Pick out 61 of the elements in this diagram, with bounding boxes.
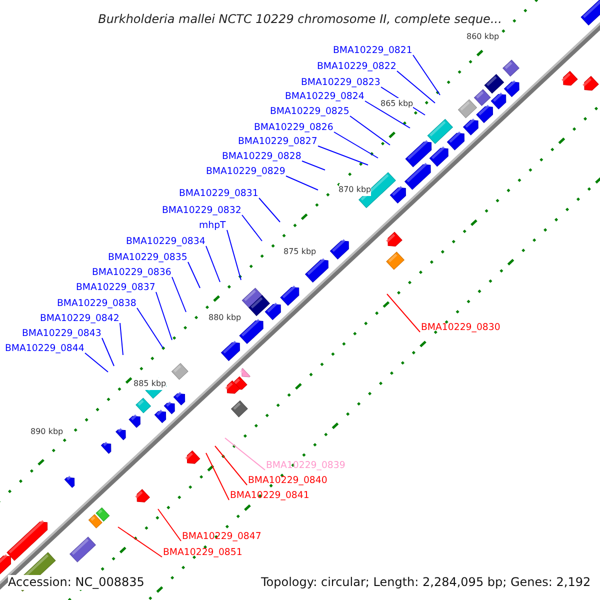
scale-label: 870 kbp (338, 184, 372, 196)
scale-label: 865 kbp (380, 98, 414, 110)
gene-label: BMA10229_0822 (317, 61, 396, 73)
scale-label: 890 kbp (30, 426, 64, 438)
leader-line (118, 526, 162, 558)
gene-label: BMA10229_0829 (206, 166, 286, 178)
gene-label: BMA10229_0825 (270, 106, 350, 118)
gene-label: BMA10229_0832 (162, 205, 242, 217)
leader-line (156, 292, 172, 340)
leader-line (188, 262, 200, 288)
gene-label: BMA10229_0841 (230, 490, 310, 502)
gene-label: BMA10229_0840 (248, 475, 328, 487)
leader-line (334, 132, 378, 158)
leader-line (102, 338, 114, 366)
leader-line (172, 276, 186, 312)
leader-line (396, 70, 436, 104)
gene-label: BMA10229_0842 (40, 313, 120, 325)
leader-line (206, 246, 220, 282)
gene-label: BMA10229_0834 (126, 236, 206, 248)
gene-label: BMA10229_0836 (92, 267, 172, 279)
leader-line (318, 146, 368, 166)
gene-label: BMA10229_0821 (333, 45, 412, 57)
leader-line (84, 352, 108, 372)
title: Burkholderia mallei NCTC 10229 chromosome II, complete seque... (97, 11, 503, 27)
gene-label: BMA10229_0826 (254, 122, 334, 134)
scale-label: 860 kbp (466, 31, 500, 43)
leader-line (350, 116, 390, 146)
gene-label: BMA10229_0831 (179, 188, 258, 200)
leader-line (364, 100, 410, 128)
gene-label: BMA10229_0835 (108, 252, 188, 264)
scale-label: 885 kbp (134, 378, 166, 390)
gene-label: mhpT (199, 220, 226, 232)
leader-line (120, 322, 124, 356)
gene-label: BMA10229_0844 (5, 343, 84, 355)
gene-label: BMA10229_0843 (22, 328, 102, 340)
leader-line (214, 446, 248, 486)
scale-label: 880 kbp (208, 312, 242, 324)
gene-label: BMA10229_0828 (222, 151, 302, 163)
gene-label: BMA10229_0830 (421, 322, 500, 334)
leader-line (412, 54, 440, 96)
leader-line (224, 438, 266, 470)
leader-line (258, 198, 280, 222)
leader-line (386, 294, 420, 332)
scale-label: 875 kbp (284, 246, 316, 258)
gene-label: BMA10229_0839 (266, 460, 346, 472)
leader-line (302, 160, 326, 170)
footer-text: Accession: NC_008835 (8, 574, 144, 590)
gene-label: BMA10229_0823 (301, 77, 380, 89)
gene-label: BMA10229_0851 (163, 547, 242, 559)
gene-label: BMA10229_0827 (238, 136, 318, 148)
gene-label: BMA10229_0847 (182, 531, 262, 543)
leader-line (158, 508, 182, 542)
leader-line (242, 214, 262, 242)
gene-label: BMA10229_0824 (285, 91, 364, 103)
leader-line (286, 176, 318, 190)
footer-text: Topology: circular; Length: 2,284,095 bp; Genes: 2,192 (261, 574, 591, 590)
leader-line (206, 452, 230, 500)
gene-label: BMA10229_0838 (57, 298, 136, 310)
leader-line (136, 308, 164, 348)
leader-line (226, 230, 242, 280)
gene-label: BMA10229_0837 (76, 282, 156, 294)
